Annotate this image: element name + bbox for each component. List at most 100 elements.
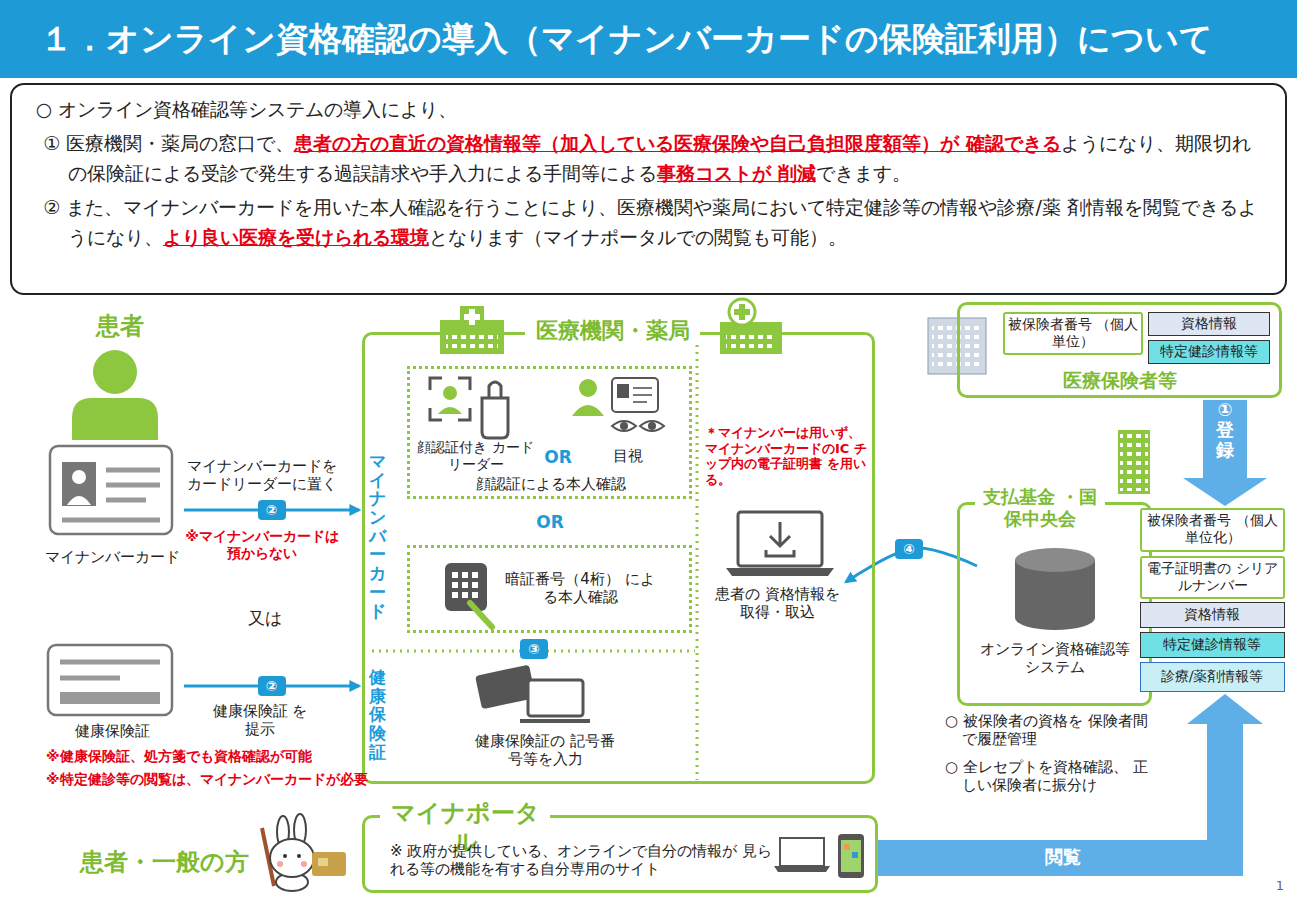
node-text: 診療/薬剤情報等: [1141, 668, 1283, 685]
database-node: オンライン資格確認等 システム: [975, 542, 1135, 682]
keypad-icon: [470, 603, 492, 627]
institution-box: 医療機関・薬局顔認証付き カードリーダーOR目視顔認証による本人確認暗証番号（4…: [362, 332, 875, 784]
red-note: ※マイナンバーカードは 預からない: [178, 528, 346, 562]
data-item: 特定健診情報等: [1148, 340, 1270, 364]
page-number: 1: [1270, 878, 1290, 894]
intro-box: ○ オンライン資格確認等システムの導入により、① 医療機関・薬局の窓口で、患者の…: [10, 83, 1287, 295]
clinic-icon: [720, 322, 782, 354]
mascot: [318, 858, 328, 866]
device-icon: [844, 844, 850, 850]
auth-box: 暗証番号（4桁） による本人確認: [407, 545, 692, 633]
box-heading: 医療機関・薬局: [525, 318, 700, 344]
mascot: [301, 861, 307, 867]
node-text: 顔認証付き カードリーダー: [413, 439, 538, 473]
data-item: 特定健診情報等: [1140, 632, 1285, 658]
callout-number: ②: [258, 500, 286, 520]
card-icon: [48, 645, 172, 715]
card-terminal-icon: [520, 719, 590, 723]
paragraph: ② また、マイナンバーカードを用いた本人確認を行うことにより、医療機関や薬局にお…: [30, 193, 1267, 252]
auth-box: 顔認証付き カードリーダーOR目視顔認証による本人確認: [407, 366, 692, 499]
node-text: 特定健診情報等: [1141, 636, 1283, 653]
hospital-icon: [464, 309, 480, 325]
visual-check-icon: [572, 378, 664, 431]
connector-word: 又は: [245, 608, 285, 628]
node-text: 被保険者番号 （個人単位）: [1005, 316, 1141, 350]
visual-check-icon: [648, 422, 656, 430]
face-reader-icon: [438, 386, 462, 414]
clinic-icon: [720, 299, 782, 354]
fund-box: 支払基金 ・国保中央会オンライン資格確認等 システム: [957, 502, 1152, 706]
body-text: ① 医療機関・薬局の窓口で、: [43, 132, 294, 154]
icon-caption: 健康保険証の 記号番号等を入力: [470, 732, 620, 768]
data-item: 電子証明書の シリアルナンバー: [1140, 556, 1285, 599]
vertical-label: マイナンバーカード: [369, 452, 386, 620]
node-text: 健康保険証: [42, 722, 182, 740]
callout-number: ③: [520, 639, 548, 659]
device-icon: [841, 840, 861, 872]
visual-check-icon: [620, 422, 628, 430]
vertical-label: 健康保険証: [369, 668, 386, 761]
arrow-shaft: [1203, 400, 1247, 478]
database-cylinder: [1015, 548, 1095, 572]
highlight-text: より良い医療を受けられる環境: [163, 226, 429, 248]
highlight-text: 患者の方の直近の資格情報等（加入している医療保険や自己負担限度額等）が 確認でき…: [294, 132, 1061, 154]
data-item: 資格情報: [1148, 312, 1270, 336]
highlight-text: 事務コストが 削減: [657, 162, 816, 184]
paragraph: ① 医療機関・薬局の窓口で、患者の方の直近の資格情報等（加入している医療保険や自…: [30, 129, 1267, 188]
note: ○ 被保険者の資格を 保険者間で履歴管理: [945, 712, 1157, 748]
keypad-icon: [445, 563, 492, 627]
patient-icon: [93, 350, 137, 394]
face-reader-icon: [430, 378, 470, 420]
clinic-icon: [734, 304, 750, 320]
visual-check-icon: [617, 384, 629, 398]
arrow-shaft: [878, 724, 1225, 858]
face-reader-icon: [438, 407, 462, 414]
laptop-icon: [766, 522, 794, 556]
red-note: ＊マイナンバーは用いず、 マイナンバーカードのIC チップ内の電子証明書 を用い…: [705, 425, 869, 487]
keypad-icon: [450, 570, 480, 600]
card-node: 健康保険証: [42, 640, 182, 750]
laptop-icon: [726, 512, 834, 576]
mascot: [262, 814, 346, 891]
body-text: となります（マイナポータルでの閲覧も可能）。: [429, 226, 847, 248]
node-text: 被保険者番号 （個人単位化）: [1142, 512, 1283, 546]
mascot: [270, 839, 314, 877]
device-icon: [780, 838, 824, 866]
red-note: ※特定健診等の閲覧は、マイナンバーカードが必要: [46, 771, 381, 788]
visual-check-icon: [572, 405, 604, 416]
clinic-icon: [729, 299, 755, 325]
device-icon: [774, 866, 830, 872]
fund-building: [1118, 430, 1150, 494]
block-arrow: [1183, 400, 1267, 506]
data-item: 資格情報: [1140, 602, 1285, 628]
hospital-icon: [440, 306, 504, 354]
visual-check-icon: [612, 421, 664, 431]
node-text: 資格情報: [1149, 315, 1268, 332]
node-text: 特定健診情報等: [1149, 343, 1268, 360]
data-item: 被保険者番号 （個人単位化）: [1140, 508, 1285, 552]
card-terminal-icon: [528, 680, 583, 716]
node-text: 電子証明書の シリアルナンバー: [1142, 560, 1283, 594]
card-icon: [50, 446, 172, 534]
red-note: ※健康保険証、処方箋でも資格確認が可能: [46, 748, 366, 765]
mascot: [312, 852, 346, 876]
device-icon: [838, 834, 864, 878]
face-reader-icon: [430, 378, 508, 438]
arrow-head: [1183, 478, 1267, 506]
card-icon: [48, 645, 172, 715]
card-node: マイナンバーカード: [42, 440, 182, 575]
data-item: 診療/薬剤情報等: [1140, 662, 1285, 692]
mascot: [283, 854, 287, 858]
title-text: １．オンライン資格確認の導入（マイナンバーカードの保険証利用）について: [0, 0, 1297, 78]
visual-check-icon: [633, 388, 652, 402]
callout-number: ②: [258, 676, 286, 696]
fund-building: [1120, 433, 1148, 491]
card-terminal-icon: [475, 665, 590, 721]
actor-label: 患者: [75, 312, 165, 341]
data-item: 被保険者番号 （個人単位）: [1003, 312, 1143, 355]
actor-label: 患者・一般の方: [80, 848, 265, 877]
portal-box: マイナポータル※ 政府が提供している、オンラインで自分の情報が 見られる等の機能…: [362, 815, 878, 893]
visual-check-icon: [579, 379, 597, 397]
keypad-icon: [445, 563, 487, 611]
